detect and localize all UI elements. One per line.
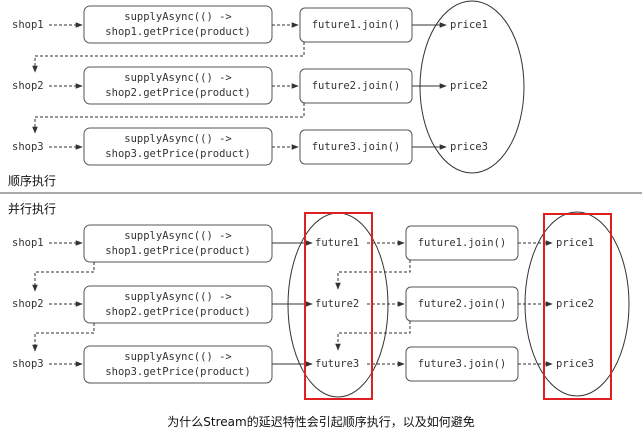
par-supply2-line2: shop2.getPrice(product) xyxy=(105,306,250,318)
seq-section-label: 顺序执行 xyxy=(8,173,56,188)
par-price3-label: price3 xyxy=(556,358,594,370)
seq-price3-label: price3 xyxy=(450,141,488,153)
seq-connector-1-2 xyxy=(32,42,305,73)
par-supply1-line2: shop1.getPrice(product) xyxy=(105,245,250,257)
par-price2-label: price2 xyxy=(556,298,594,310)
par-connector-2-3 xyxy=(32,323,95,352)
par-price1-label: price1 xyxy=(556,237,594,249)
seq-shop1-label: shop1 xyxy=(12,19,44,31)
seq-join1-label: future1.join() xyxy=(312,19,401,31)
par-join-connector-2-3 xyxy=(335,321,411,351)
par-shop2-label: shop2 xyxy=(12,298,44,310)
par-supply3-line1: supplyAsync(() -> xyxy=(124,351,231,363)
par-future1-label: future1 xyxy=(315,237,359,249)
seq-connector-2-3 xyxy=(32,103,305,134)
seq-join2-label: future2.join() xyxy=(312,80,401,92)
par-future2-label: future2 xyxy=(315,298,359,310)
par-price-group-ellipse xyxy=(524,211,630,397)
par-future-highlight-box xyxy=(304,212,373,400)
seq-price-group-ellipse xyxy=(419,0,525,174)
par-join3-label: future3.join() xyxy=(418,358,507,370)
seq-supply3-line2: shop3.getPrice(product) xyxy=(105,148,250,160)
seq-supply2-line2: shop2.getPrice(product) xyxy=(105,87,250,99)
sequential-section: shop1 supplyAsync(() -> shop1.getPrice(p… xyxy=(8,0,525,188)
seq-shop3-label: shop3 xyxy=(12,141,44,153)
seq-price2-label: price2 xyxy=(450,80,488,92)
par-future3-label: future3 xyxy=(315,358,359,370)
par-section-label: 并行执行 xyxy=(8,202,56,216)
par-supply1-line1: supplyAsync(() -> xyxy=(124,230,231,242)
seq-supply3-line1: supplyAsync(() -> xyxy=(124,133,231,145)
par-shop1-label: shop1 xyxy=(12,237,44,249)
par-join1-label: future1.join() xyxy=(418,237,507,249)
seq-join3-label: future3.join() xyxy=(312,141,401,153)
par-connector-1-2 xyxy=(32,262,95,292)
seq-supply1-line1: supplyAsync(() -> xyxy=(124,11,231,23)
par-price-highlight-box xyxy=(543,213,612,400)
parallel-section: 并行执行 shop1 supplyAsync(() -> shop1.getPr… xyxy=(8,202,630,400)
par-supply2-line1: supplyAsync(() -> xyxy=(124,291,231,303)
seq-shop2-label: shop2 xyxy=(12,80,44,92)
par-shop3-label: shop3 xyxy=(12,358,44,370)
seq-supply2-line1: supplyAsync(() -> xyxy=(124,72,231,84)
par-join-connector-1-2 xyxy=(335,260,411,290)
par-join2-label: future2.join() xyxy=(418,298,507,310)
seq-supply1-line2: shop1.getPrice(product) xyxy=(105,26,250,38)
seq-price1-label: price1 xyxy=(450,19,488,31)
figure-caption: 为什么Stream的延迟特性会引起顺序执行，以及如何避免 xyxy=(167,414,474,429)
par-supply3-line2: shop3.getPrice(product) xyxy=(105,366,250,378)
